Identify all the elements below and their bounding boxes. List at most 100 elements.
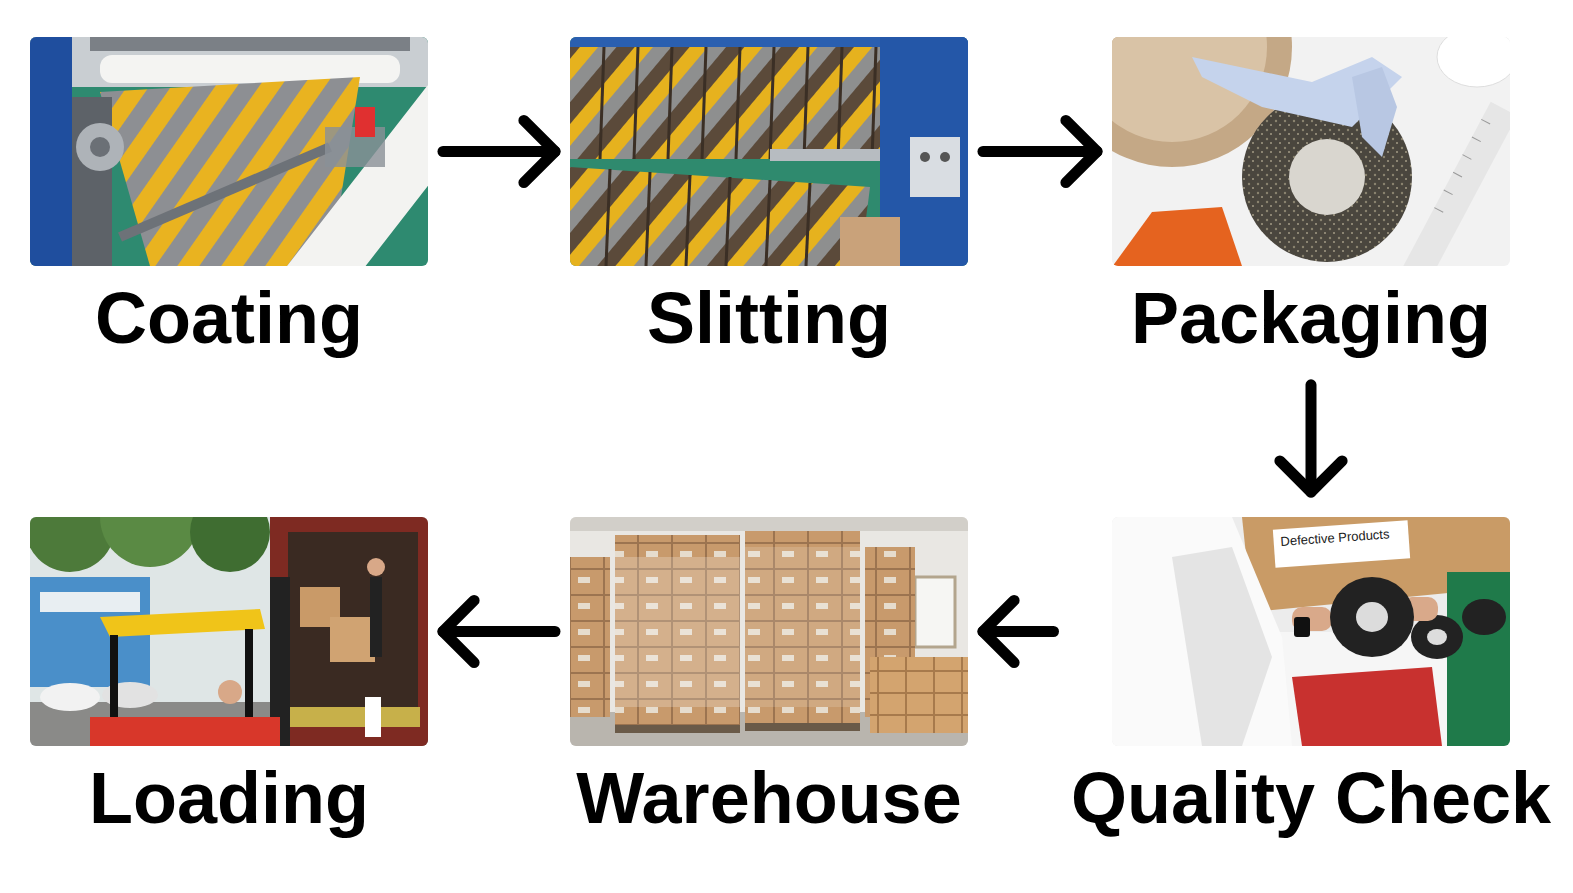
- photo-detail: [915, 577, 955, 647]
- photo-detail: [218, 680, 242, 704]
- photo-detail: [100, 517, 200, 567]
- flow-arrow: [443, 600, 555, 662]
- photo-detail: [615, 535, 740, 725]
- photo-detail: [1481, 119, 1490, 124]
- arrow-shaft: [1306, 385, 1317, 492]
- photo-detail: [668, 47, 672, 159]
- photo-detail: [1437, 37, 1510, 87]
- flow-arrow: [443, 120, 555, 182]
- photo-detail: [570, 37, 968, 266]
- photo-detail: [872, 47, 876, 159]
- photo-detail: [838, 47, 842, 159]
- photo-detail: [570, 517, 968, 746]
- step-label: Packaging: [1112, 277, 1510, 360]
- photo-detail: [726, 177, 730, 266]
- photo-detail: [806, 183, 810, 266]
- photo-detail: [570, 517, 968, 746]
- photo-detail: [310, 107, 428, 266]
- photo-detail: [90, 717, 280, 746]
- photo-detail: [190, 517, 270, 572]
- coating-photo: [30, 37, 428, 266]
- process-step: Quality Check: [1069, 517, 1554, 840]
- photo-detail: [370, 577, 382, 657]
- arrow-head: [983, 600, 1014, 662]
- photo-detail: [570, 517, 968, 531]
- photo-detail: [736, 47, 740, 159]
- photo-detail: [30, 37, 428, 266]
- flow-arrow: [1280, 385, 1342, 492]
- photo-detail: [745, 723, 860, 731]
- photo-detail: [110, 635, 118, 725]
- photo-detail: [570, 37, 968, 266]
- photo-detail: [1463, 155, 1472, 160]
- photo-detail: [90, 137, 110, 157]
- photo-detail: [745, 547, 860, 707]
- photo-frame: [1069, 517, 1554, 757]
- arrow-shaft: [443, 146, 555, 157]
- photo-detail: [1434, 208, 1443, 213]
- step-label: Warehouse: [570, 757, 968, 840]
- photo-detail: [600, 47, 604, 159]
- photo-detail: [1112, 517, 1292, 746]
- arrow-head: [1280, 461, 1342, 492]
- process-step: Slitting: [570, 37, 968, 360]
- photo-detail: [606, 169, 810, 266]
- photo-detail: [766, 180, 770, 266]
- photo-detail: [1434, 119, 1490, 212]
- photo-detail: [745, 531, 860, 723]
- photo-detail: [40, 592, 140, 612]
- process-step: Packaging: [1112, 37, 1510, 360]
- photo-detail: [615, 725, 740, 733]
- photo-detail: [840, 217, 900, 266]
- arrow-head: [443, 600, 474, 662]
- photo-detail: [920, 152, 930, 162]
- photo-detail: [1289, 139, 1365, 215]
- photo-detail: [686, 175, 690, 266]
- step-label: Quality Check: [1069, 757, 1554, 840]
- arrow-head: [524, 120, 555, 182]
- photo-detail: [76, 123, 124, 171]
- photo-detail: [646, 172, 650, 266]
- photo-detail: [702, 47, 706, 159]
- photo-detail: [1112, 207, 1242, 266]
- photo-detail: [1172, 547, 1272, 746]
- step-label: Slitting: [570, 277, 968, 360]
- loading-photo: [30, 517, 428, 746]
- photo-detail: [910, 137, 960, 197]
- arrow-shaft: [443, 626, 555, 637]
- photo-detail: [367, 558, 385, 576]
- photo-detail: [600, 47, 876, 159]
- photo-detail: [870, 657, 968, 733]
- photo-detail: [330, 617, 375, 662]
- photo-detail: [30, 37, 428, 87]
- photo-detail: [606, 169, 610, 266]
- photo-detail: [570, 167, 870, 266]
- photo-detail: [245, 629, 253, 725]
- photo-detail: [570, 557, 610, 717]
- arrow-head: [1066, 120, 1097, 182]
- photo-detail: [1447, 572, 1510, 746]
- photo-detail: [1112, 37, 1510, 266]
- process-step: Coating: [30, 37, 428, 360]
- photo-detail: [270, 517, 428, 746]
- photo-detail: [290, 707, 420, 727]
- photo-frame: [30, 37, 428, 277]
- photo-detail: [1427, 629, 1447, 645]
- photo-detail: [1292, 667, 1442, 746]
- photo-frame: [570, 517, 968, 757]
- slitting-photo: [570, 37, 968, 266]
- step-label: Loading: [30, 757, 428, 840]
- photo-detail: [1462, 599, 1506, 635]
- photo-detail: [355, 107, 375, 137]
- photo-detail: [1294, 617, 1310, 637]
- photo-detail: [1273, 520, 1410, 567]
- photo-detail: [100, 609, 265, 637]
- photo-detail: [940, 152, 950, 162]
- quality-check-photo: [1112, 517, 1510, 746]
- photo-detail: [1472, 137, 1481, 142]
- photo-frame: [30, 517, 428, 757]
- arrow-shaft: [983, 146, 1097, 157]
- photo-detail: [1112, 517, 1510, 746]
- photo-frame: [570, 37, 968, 277]
- photo-detail: [30, 517, 428, 746]
